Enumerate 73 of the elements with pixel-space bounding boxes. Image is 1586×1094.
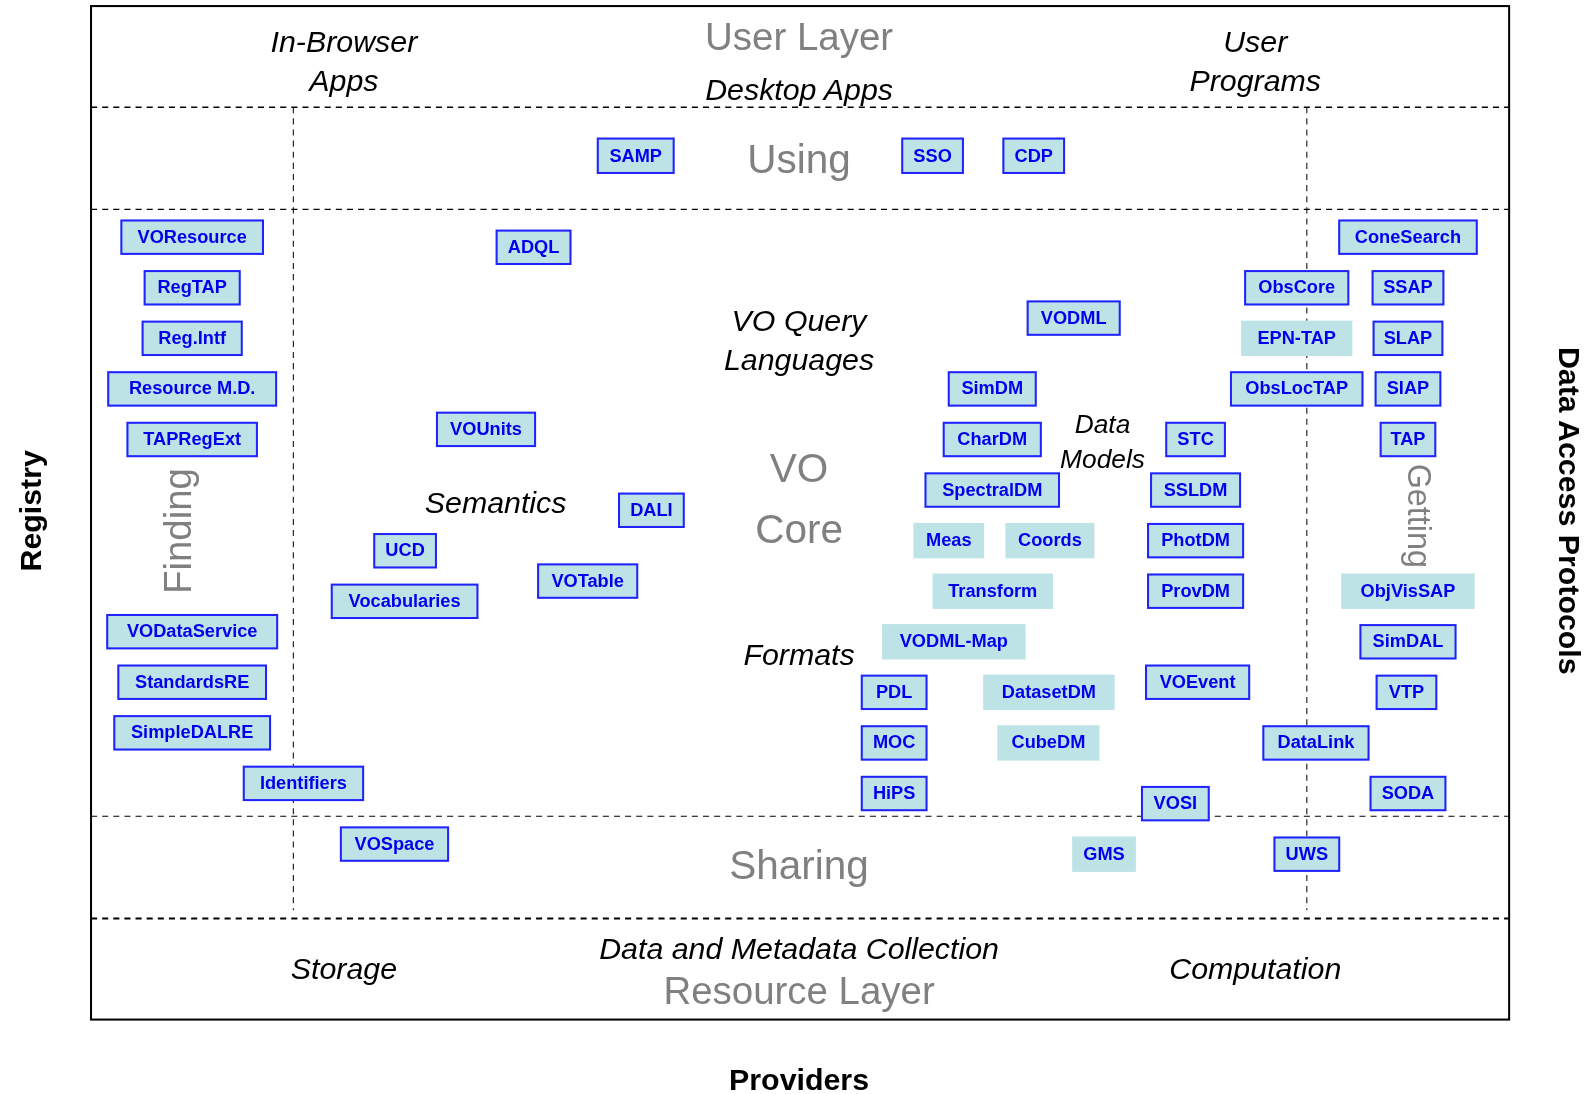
standard-box: RegTAP [143,270,241,306]
standard-box: PhotDM [1147,522,1245,559]
axis-label: Providers [729,1061,870,1094]
standard-label-box: DatasetDM [983,674,1115,711]
standard-box: VOEvent [1145,664,1251,700]
area-label: Computation [1169,950,1342,987]
area-label: VO Query Languages [722,302,876,379]
standard-box: Reg.Intf [141,320,243,357]
standard-box: ObsLocTAP [1229,371,1364,407]
standard-box: UWS [1273,836,1341,872]
standard-box: VOResource [120,219,264,255]
standard-box: VODataService [106,613,279,650]
standard-box: SimDM [947,371,1037,407]
standard-box: SIAP [1374,371,1442,407]
standard-box: SSLDM [1150,472,1242,508]
area-label: Semantics [424,485,567,522]
standard-box: VOTable [537,563,639,599]
standard-box: PDL [860,674,928,711]
area-label: Data and Metadata Collection [599,931,999,968]
standard-box: Vocabularies [330,583,479,620]
standard-box: Resource M.D. [107,371,278,407]
standard-box: VOSpace [339,826,450,862]
section-title: Sharing [729,841,869,890]
layer-title: User Layer [705,14,894,60]
standard-box: SODA [1369,775,1447,812]
standard-box: MOC [860,725,928,761]
standard-label-box: CubeDM [997,725,1100,761]
standard-box: UCD [373,533,437,569]
area-label: Storage [290,950,398,987]
area-label: Data Models [1059,407,1146,476]
area-label: Desktop Apps [705,71,893,108]
standard-box: SAMP [596,137,675,174]
axis-label: Registry [12,450,49,572]
standard-box: SLAP [1372,320,1444,357]
standard-box: SpectralDM [924,472,1061,508]
standard-box: VOSI [1140,785,1210,822]
standard-box: SSAP [1371,270,1445,306]
section-title: Finding [156,468,201,595]
standard-box: TAPRegExt [126,421,258,458]
standard-label-box: ObjVisSAP [1341,573,1475,609]
standard-label-box: Coords [1005,522,1095,559]
section-title: VO Core [754,445,844,554]
standard-label-box: Meas [913,522,985,559]
section-title: Getting [1399,463,1439,569]
standard-box: VOUnits [435,411,537,448]
standard-box: SimDAL [1359,624,1457,660]
standard-box: VODML [1026,300,1121,336]
standard-box: DataLink [1262,725,1370,761]
standard-label-box: VODML-Map [882,624,1026,660]
standard-box: SSO [901,137,964,174]
standard-label-box: EPN-TAP [1241,320,1353,357]
standard-box: ADQL [495,229,572,265]
standard-box: CDP [1002,137,1066,174]
section-title: Using [747,135,851,184]
standard-box: StandardsRE [117,664,268,700]
standard-label-box: GMS [1072,836,1136,872]
standard-box: CharDM [942,421,1042,458]
standard-box: HiPS [860,775,928,812]
area-label: Formats [743,636,855,674]
axis-label: Data Access Protocols [1552,346,1586,675]
standard-box: Identifiers [242,765,365,802]
standard-label-box: Transform [932,573,1053,609]
standard-box: ProvDM [1147,573,1245,609]
area-label: In-Browser Apps [269,23,420,100]
standard-box: VTP [1375,674,1438,711]
standard-box: STC [1165,421,1226,458]
standard-box: TAP [1379,421,1437,458]
layer-title: Resource Layer [663,968,935,1014]
standard-box: ObsCore [1244,270,1350,306]
standard-box: DALI [618,492,685,528]
area-label: User Programs [1188,23,1322,100]
standard-box: ConeSearch [1338,219,1478,255]
standard-box: SimpleDALRE [113,715,272,751]
